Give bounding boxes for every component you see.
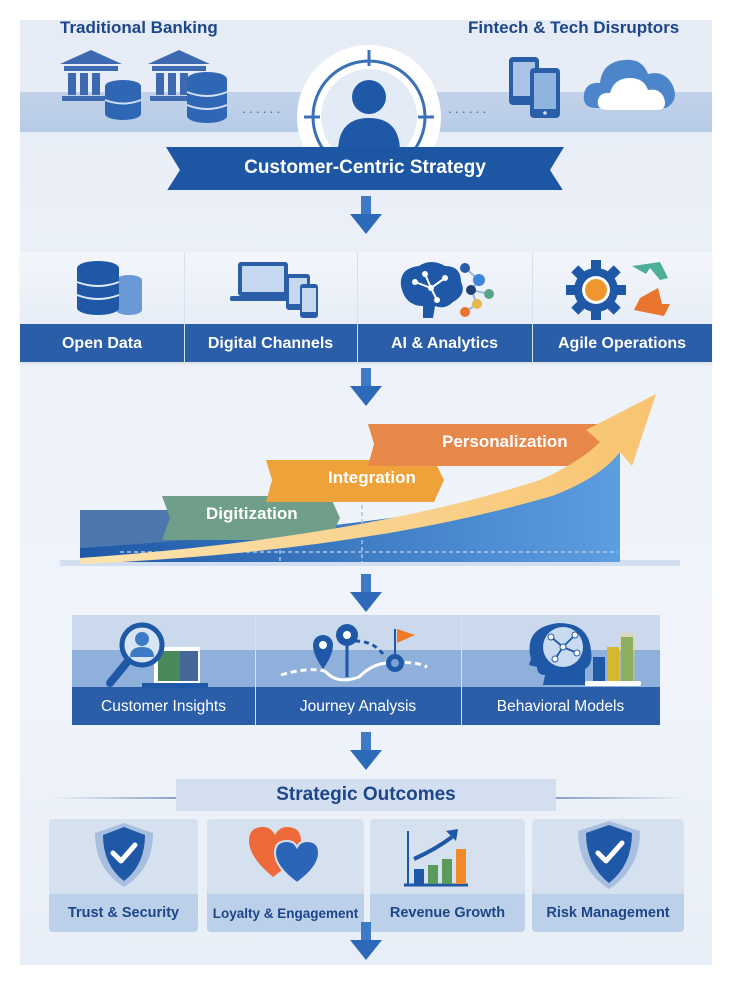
flow-arrow-down — [350, 732, 382, 770]
flow-arrow-down — [350, 922, 382, 960]
hearts-icon — [249, 827, 321, 885]
capability-journey-analysis[interactable]: Journey Analysis — [255, 615, 461, 725]
enabler-label: AI & Analytics — [391, 335, 498, 352]
brain-network-icon — [400, 262, 494, 318]
stage-chevron-personalization — [368, 424, 608, 466]
capability-behavioral-models[interactable]: Behavioral Models — [461, 615, 660, 725]
flow-arrow-down — [350, 368, 382, 406]
journey-map-icon — [280, 624, 428, 682]
flow-arrow-down — [350, 574, 382, 612]
enabler-open-data[interactable]: Open Data — [20, 252, 184, 362]
flow-arrow-down — [350, 196, 382, 234]
devices-icon — [230, 262, 318, 318]
database-icon — [104, 80, 142, 120]
capability-label: Customer Insights — [101, 698, 226, 715]
outcomes-title-box — [176, 779, 556, 811]
enabler-label: Open Data — [61, 335, 142, 352]
outcome-risk-management[interactable]: Risk Management — [532, 819, 684, 932]
stage-label-personalization: Personalization — [442, 432, 568, 451]
outcome-label: Revenue Growth — [370, 894, 525, 932]
enabler-agile-operations[interactable]: Agile Operations — [532, 252, 712, 362]
mobile-devices-icon — [509, 57, 560, 118]
bank-icon — [148, 50, 210, 101]
outcome-label: Risk Management — [532, 894, 684, 932]
stage-label-integration: Integration — [328, 468, 416, 487]
outcome-loyalty-engagement[interactable]: Loyalty & Engagement — [207, 819, 364, 932]
bank-icon — [60, 50, 122, 101]
enabler-digital-channels[interactable]: Digital Channels — [184, 252, 357, 362]
shield-check-icon — [578, 821, 640, 889]
head-brain-chart-icon — [529, 623, 641, 686]
database-icon — [186, 72, 228, 123]
outcome-label: Loyalty & Engagement — [207, 894, 364, 932]
gear-cycle-icon — [566, 260, 670, 320]
outcome-trust-security[interactable]: Trust & Security — [49, 819, 198, 932]
right-connector-dots: ...... — [448, 100, 490, 116]
enabler-label: Digital Channels — [207, 335, 334, 352]
capabilities-panel: Customer Insights Journey Analysis Behav… — [72, 615, 660, 725]
outcomes-title-rule-left — [52, 797, 254, 799]
maturity-curve — [60, 394, 680, 566]
outcomes-title: Strategic Outcomes — [276, 784, 456, 805]
traditional-banking-title: Traditional Banking — [60, 18, 218, 37]
enablers-panel: Open Data Digital Channels AI & Analytic… — [20, 252, 712, 362]
capability-label: Journey Analysis — [299, 698, 417, 715]
capability-label: Behavioral Models — [496, 698, 625, 715]
customer-target-icon — [297, 45, 441, 152]
outcome-label: Trust & Security — [49, 894, 198, 932]
cloud-icon — [583, 59, 675, 110]
stage-chevron-digitization — [162, 496, 340, 540]
stage-chevron-integration — [266, 460, 444, 502]
outcome-revenue-growth[interactable]: Revenue Growth — [370, 819, 525, 932]
left-connector-dots: ...... — [242, 100, 284, 116]
strategy-banner-ribbon — [166, 147, 564, 193]
banner-title: Customer-Centric Strategy — [244, 157, 486, 178]
fintech-title: Fintech & Tech Disruptors — [468, 18, 680, 37]
stage-label-digitization: Digitization — [206, 504, 298, 523]
bar-growth-icon — [404, 829, 468, 887]
shield-check-icon — [95, 823, 153, 887]
enabler-label: Agile Operations — [557, 335, 687, 352]
enabler-ai-analytics[interactable]: AI & Analytics — [357, 252, 532, 362]
outcomes-title-rule-right — [478, 797, 688, 799]
capability-customer-insights[interactable]: Customer Insights — [72, 615, 255, 725]
magnifier-customer-icon — [106, 622, 208, 688]
database-icon — [76, 261, 142, 315]
